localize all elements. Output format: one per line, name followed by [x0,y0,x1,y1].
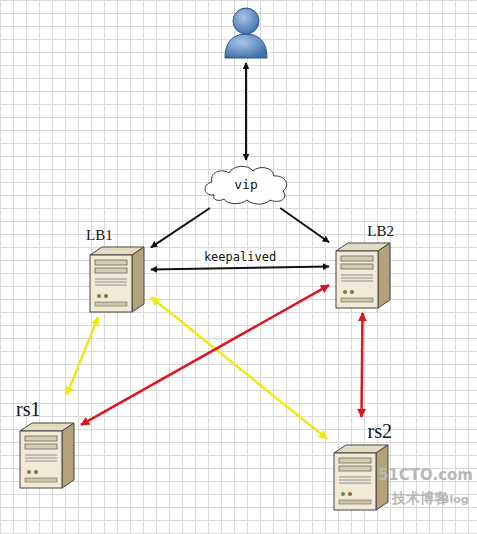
user-node [221,4,271,60]
connector-arrow [151,267,329,270]
server-icon [19,420,75,490]
cloud-label: vip [234,177,257,192]
cloud-node: vip [200,163,292,205]
server-node: LB1 [86,226,148,314]
server-label: rs1 [16,398,40,420]
connector-arrow [151,297,327,438]
connector-arrow [67,317,98,395]
connector-arrow [280,208,329,242]
server-label-row: rs2 [330,420,392,442]
watermark-text: 技术博客 [392,490,448,508]
server-label-row: rs1 [16,398,78,420]
cloud-text-box: vip [200,163,292,205]
watermark-text: 51CTO.com [378,466,473,484]
server-node: rs1 [16,398,78,490]
server-icon [335,240,391,310]
server-label-row: LB1 [86,226,148,244]
watermark-text: Blog [441,493,469,506]
server-node: LB2 [332,222,394,310]
connector-arrow [151,208,210,247]
server-label: LB1 [86,227,113,244]
server-label: LB2 [367,223,394,240]
edge-label: keepalived [201,250,279,264]
connector-arrow [81,285,329,425]
server-label-row: LB2 [332,222,394,240]
user-icon [221,4,271,60]
server-icon [89,244,145,314]
connector-arrow [362,313,363,417]
connector-arrow [245,63,247,160]
server-label: rs2 [368,420,392,442]
